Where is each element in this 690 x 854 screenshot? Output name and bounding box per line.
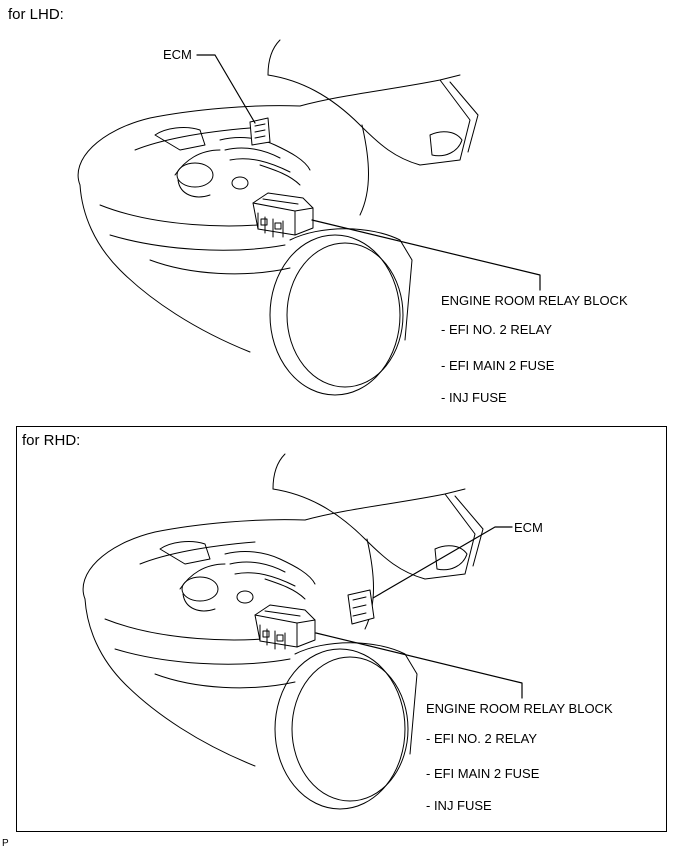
- rhd-frame: [16, 426, 667, 832]
- lhd-item-inj-fuse: - INJ FUSE: [441, 390, 507, 405]
- lhd-ecm-leader: [196, 54, 256, 124]
- rhd-item-efi-main2-fuse: - EFI MAIN 2 FUSE: [426, 766, 540, 781]
- lhd-item-efi-no2-relay: - EFI NO. 2 RELAY: [441, 322, 553, 337]
- rhd-item-inj-fuse: - INJ FUSE: [426, 798, 492, 813]
- rhd-relay-leader: [315, 632, 523, 699]
- rhd-item-efi-no2-relay: - EFI NO. 2 RELAY: [426, 731, 538, 746]
- footer-code: P: [2, 838, 9, 849]
- lhd-caption: for LHD:: [8, 6, 64, 23]
- rhd-relay-block-label: ENGINE ROOM RELAY BLOCK: [426, 701, 613, 716]
- rhd-ecm-label: ECM: [514, 520, 543, 535]
- lhd-item-efi-main2-fuse: - EFI MAIN 2 FUSE: [441, 358, 555, 373]
- rhd-ecm-leader: [372, 526, 513, 599]
- lhd-relay-block-label: ENGINE ROOM RELAY BLOCK: [441, 293, 628, 308]
- lhd-ecm-label: ECM: [163, 47, 192, 62]
- lhd-relay-leader: [311, 219, 541, 291]
- rhd-caption: for RHD:: [22, 432, 81, 449]
